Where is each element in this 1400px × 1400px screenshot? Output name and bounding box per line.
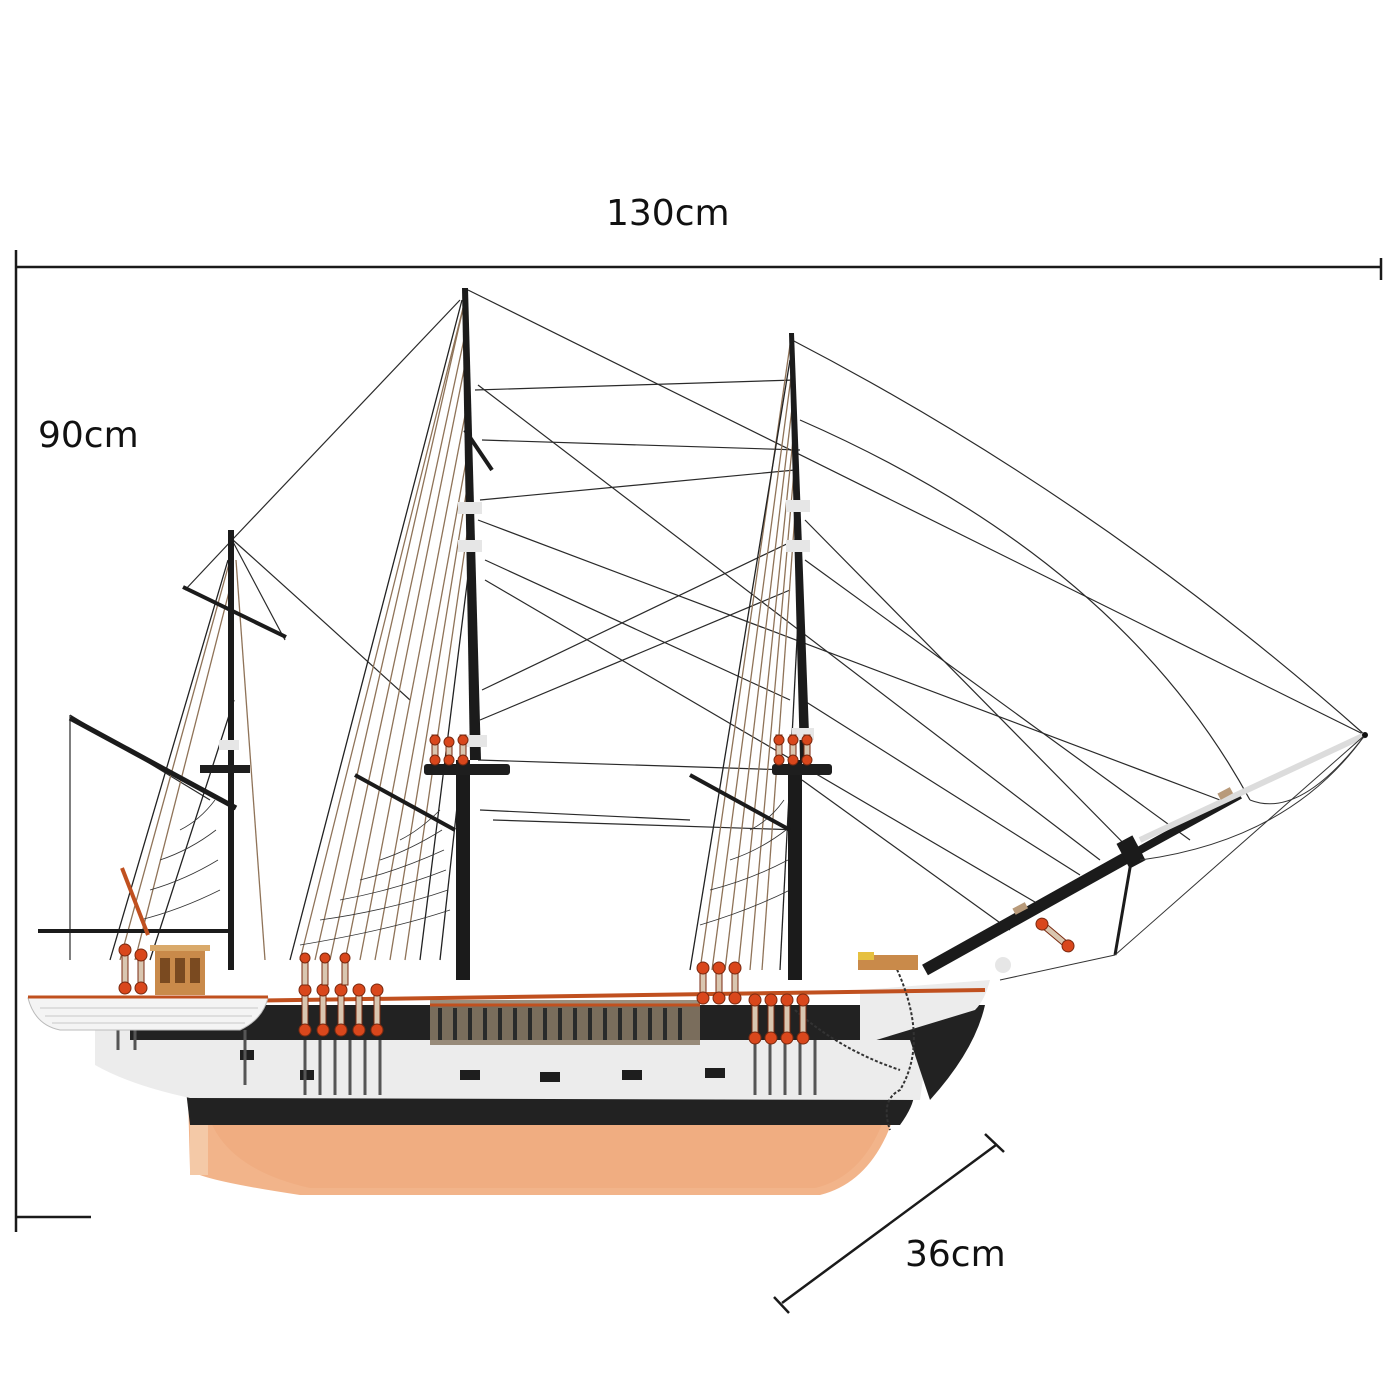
chain-plates xyxy=(116,1030,817,1095)
ratlines xyxy=(139,799,791,946)
main-mast xyxy=(354,288,510,980)
width-dimension-label: 130cm xyxy=(606,193,730,234)
depth-dimension-line xyxy=(773,1133,1005,1314)
height-dimension-label: 90cm xyxy=(38,415,139,456)
main-top-platform xyxy=(424,764,510,775)
figurehead xyxy=(995,957,1011,973)
width-dimension-line xyxy=(16,258,1383,280)
bell xyxy=(858,952,874,960)
deadeyes xyxy=(118,734,1075,1045)
hull xyxy=(94,964,990,1195)
davit xyxy=(120,867,150,936)
hammock-netting xyxy=(430,1000,700,1045)
standing-rigging xyxy=(69,289,1366,960)
shrouds xyxy=(109,299,799,971)
mizzen-mast xyxy=(38,530,287,970)
ships-boat xyxy=(27,995,269,1031)
bowsprit xyxy=(922,732,1368,981)
depth-dimension-label: 36cm xyxy=(905,1234,1006,1275)
gunports xyxy=(240,1050,725,1082)
height-dimension-line xyxy=(14,250,91,1232)
fore-top-platform xyxy=(772,764,832,775)
dolphin-striker xyxy=(1113,861,1133,956)
fore-mast xyxy=(689,333,832,980)
deck xyxy=(120,867,918,1045)
